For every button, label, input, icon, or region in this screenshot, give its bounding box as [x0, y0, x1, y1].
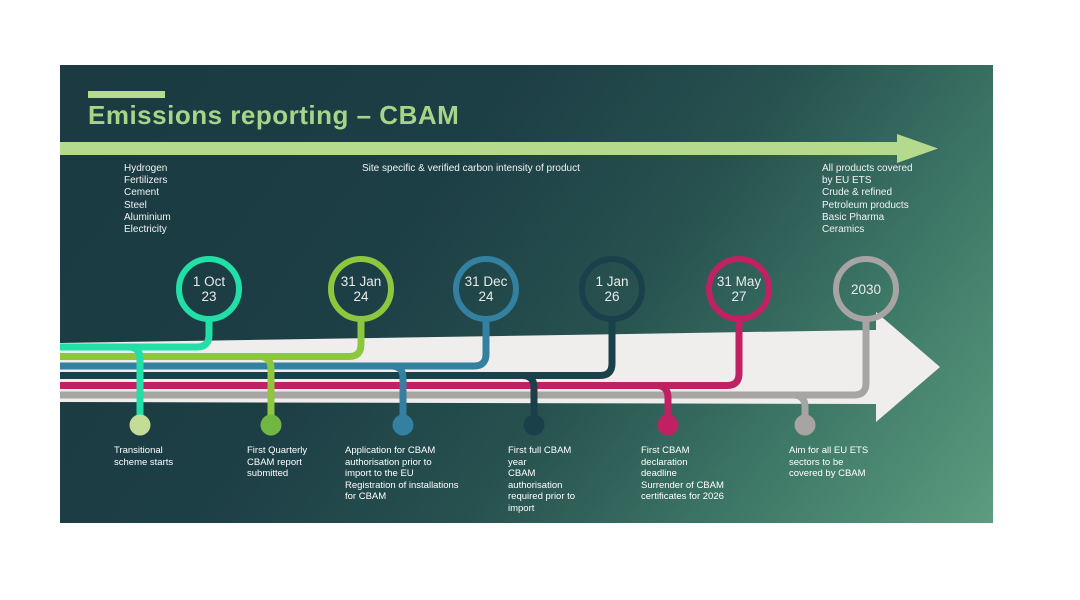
node-line-dec-24 [60, 316, 490, 370]
date-circle-may-27: 31 May 27 [706, 256, 772, 322]
scope-arrow-head [897, 134, 938, 163]
drop-line-may-27 [655, 382, 672, 424]
event-dot-jan-26 [523, 414, 545, 436]
drop-line-oct-23 [127, 343, 144, 424]
node-line-2030 [60, 316, 870, 399]
date-circle-jan-26: 1 Jan 26 [579, 256, 645, 322]
future-sectors-list: All products covered by EU ETS Crude & r… [822, 163, 913, 236]
drop-line-dec-24 [390, 362, 407, 424]
event-label-dec-24: Application for CBAM authorisation prior… [345, 445, 459, 503]
date-text: 1 Oct 23 [192, 274, 226, 304]
node-line-may-27 [60, 316, 743, 389]
drop-line-2030 [792, 391, 809, 424]
event-label-may-27: First CBAM declaration deadline Surrende… [641, 445, 724, 503]
date-circle-jan-24: 31 Jan 24 [328, 256, 394, 322]
node-line-jan-26 [60, 316, 616, 379]
event-dot-jan-24 [260, 414, 282, 436]
date-text: 2030 [850, 281, 882, 297]
event-label-2030: Aim for all EU ETS sectors to be covered… [789, 445, 869, 480]
drop-line-jan-24 [258, 353, 275, 424]
date-text: 31 Dec 24 [464, 274, 508, 304]
date-circle-dec-24: 31 Dec 24 [453, 256, 519, 322]
date-circle-2030: 2030 [833, 256, 899, 322]
scope-arrow-body [60, 142, 897, 155]
event-dot-oct-23 [129, 414, 151, 436]
event-dot-dec-24 [392, 414, 414, 436]
node-line-jan-24 [60, 316, 365, 360]
initial-sectors-list: Hydrogen Fertilizers Cement Steel Alumin… [124, 163, 171, 236]
date-text: 1 Jan 26 [595, 274, 629, 304]
date-circle-oct-23: 1 Oct 23 [176, 256, 242, 322]
drop-line-jan-26 [521, 372, 538, 424]
node-line-oct-23 [60, 316, 213, 351]
date-text: 31 Jan 24 [340, 274, 382, 304]
arrow-caption: Site specific & verified carbon intensit… [362, 163, 580, 174]
date-text: 31 May 27 [716, 274, 762, 304]
title-accent-dash [88, 91, 165, 98]
event-dot-2030 [794, 414, 816, 436]
event-label-jan-24: First Quarterly CBAM report submitted [247, 445, 308, 480]
page-title: Emissions reporting – CBAM [88, 100, 460, 130]
event-label-oct-23: Transitional scheme starts [114, 445, 174, 468]
event-label-jan-26: First full CBAM year CBAM authorisation … [508, 445, 576, 514]
event-dot-may-27 [657, 414, 679, 436]
